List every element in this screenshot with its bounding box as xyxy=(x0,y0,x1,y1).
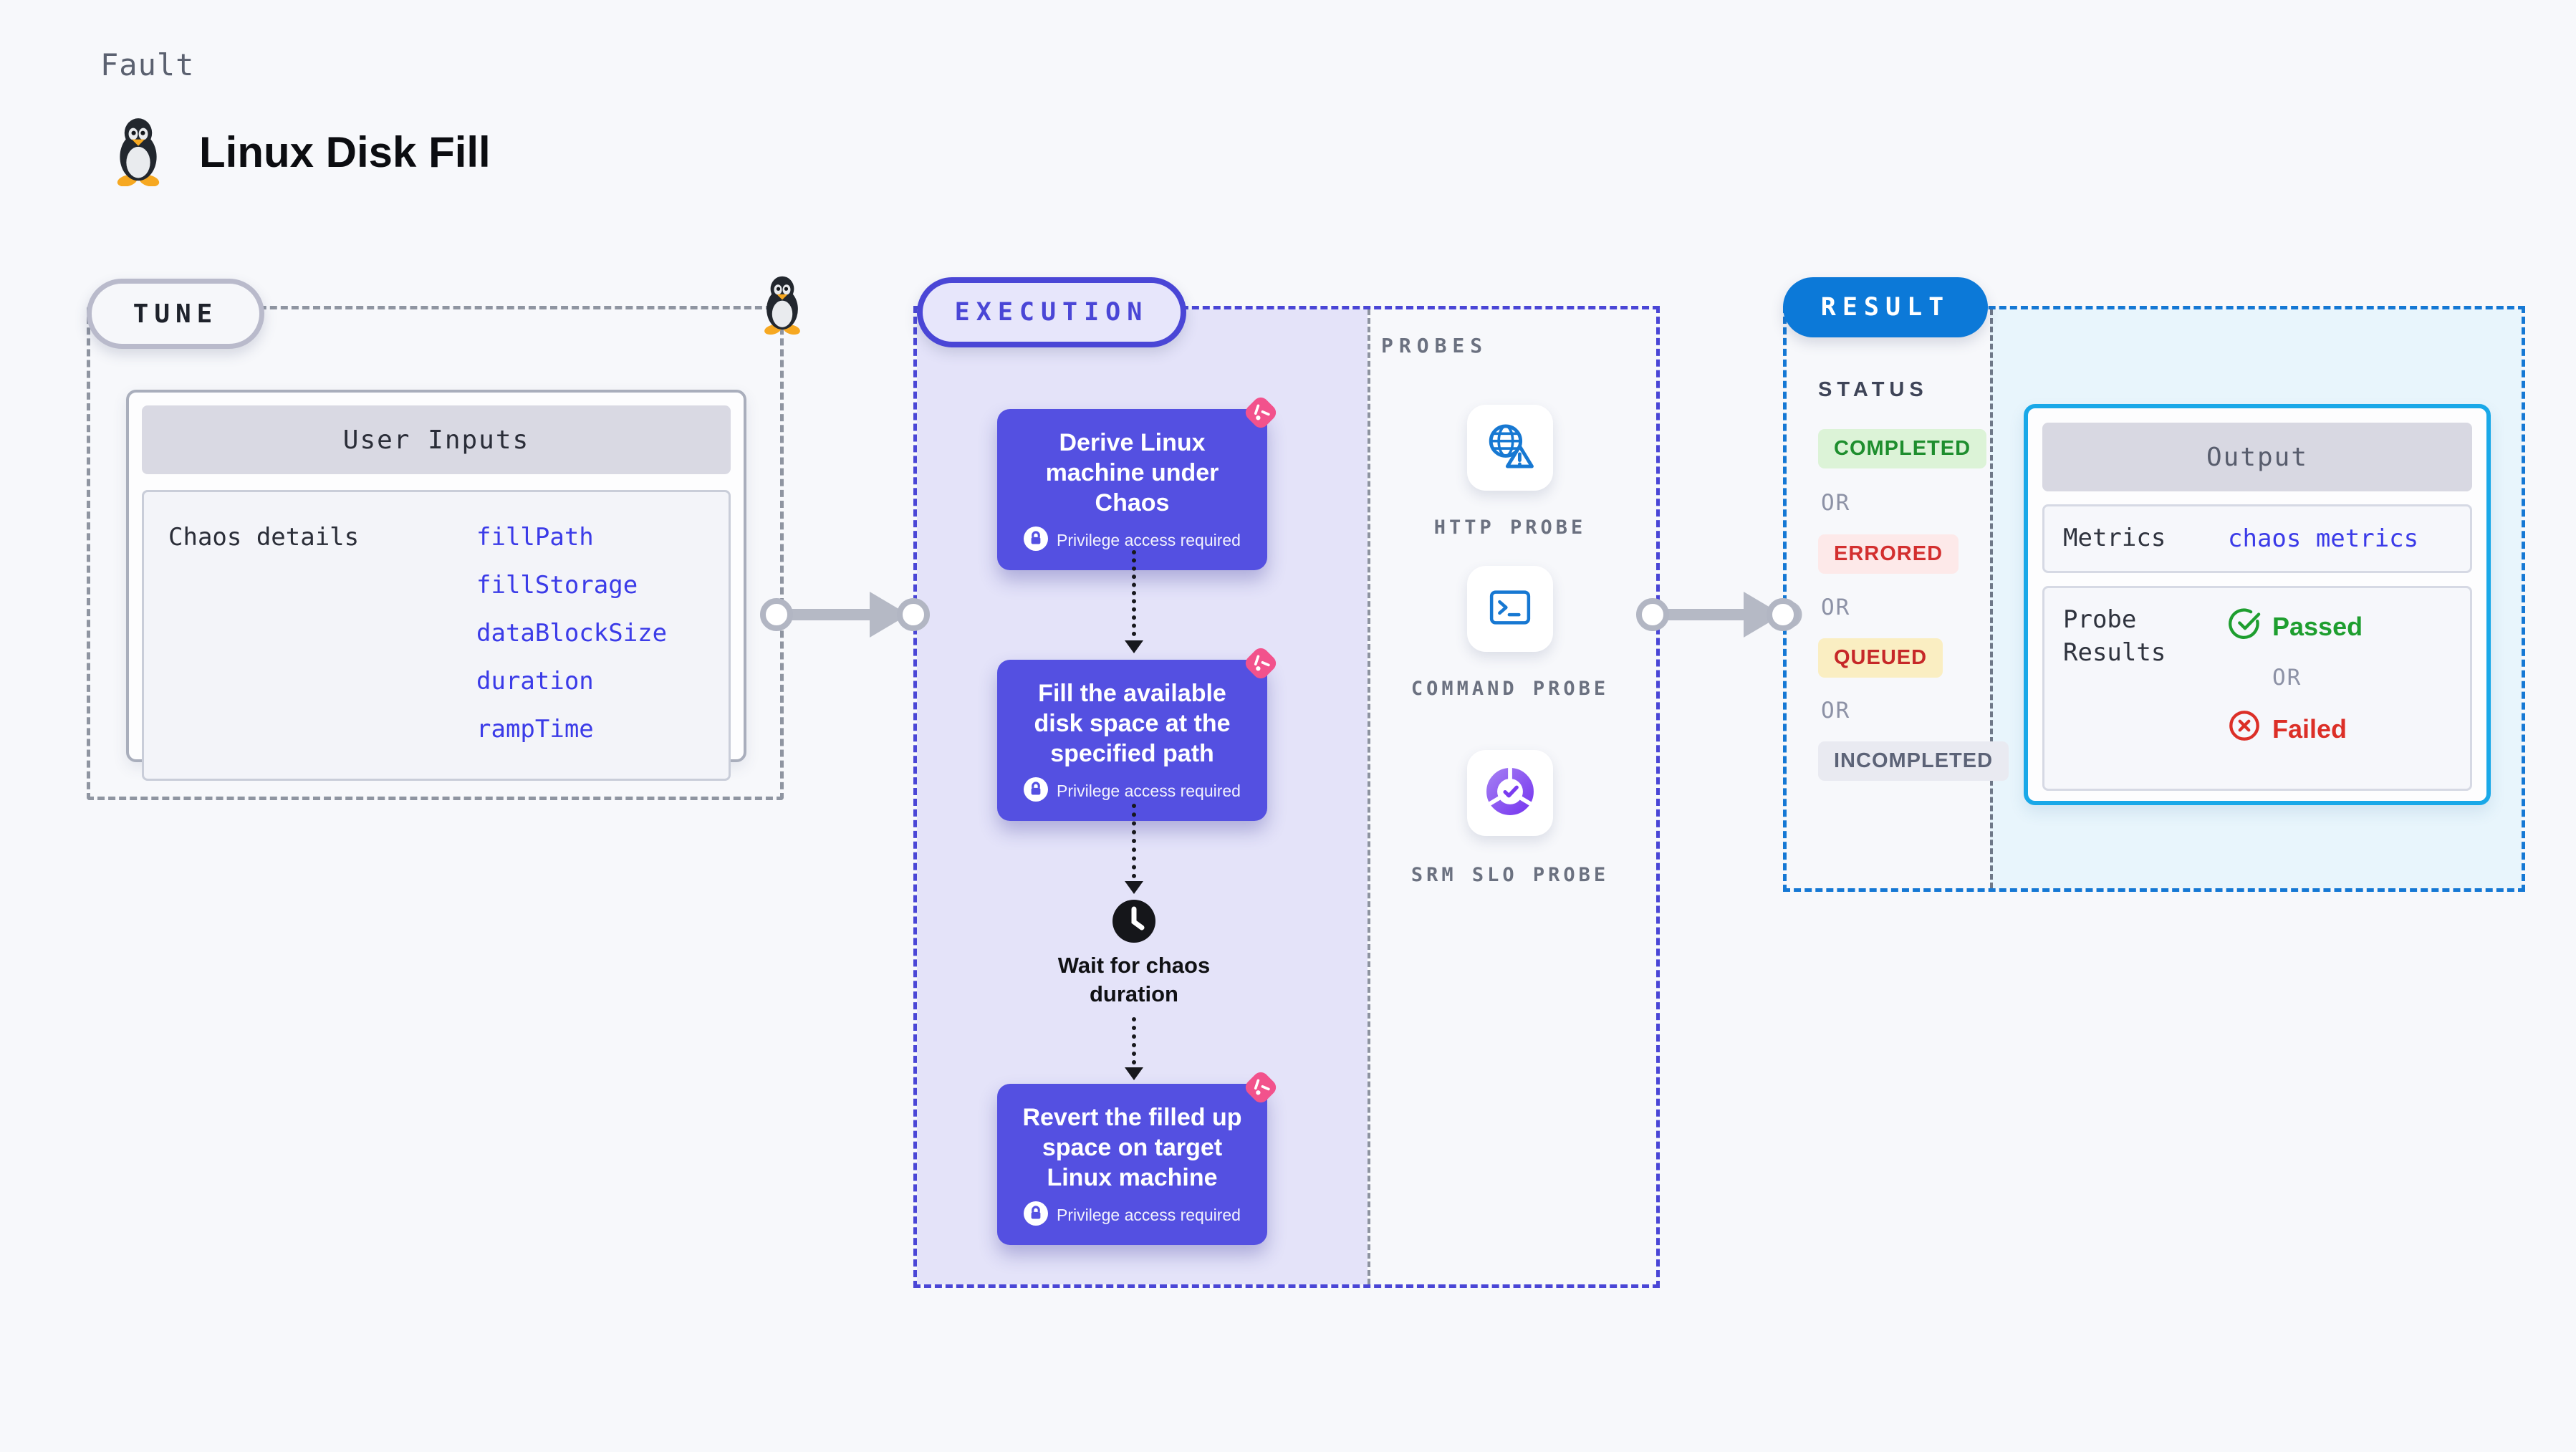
http-probe-label: HTTP PROBE xyxy=(1433,516,1587,539)
probe-results-values: Passed OR Failed xyxy=(2228,604,2363,773)
flow-arrowhead-icon xyxy=(1125,640,1143,653)
globe-warning-icon xyxy=(1482,418,1538,478)
connector-port-probes-out xyxy=(1636,598,1669,631)
chaos-icon xyxy=(1240,392,1282,433)
step-title: Fill the available disk space at the spe… xyxy=(1034,680,1231,768)
lock-icon xyxy=(1024,1201,1049,1229)
check-circle-icon xyxy=(2228,607,2261,646)
user-inputs-header: User Inputs xyxy=(142,405,731,474)
srm-slo-probe-tile xyxy=(1467,750,1553,836)
failed-label: Failed xyxy=(2272,713,2347,744)
lock-icon xyxy=(1024,777,1049,805)
privilege-row: Privilege access required xyxy=(1011,527,1253,554)
metrics-label: Metrics xyxy=(2063,524,2166,552)
privilege-row: Privilege access required xyxy=(1011,777,1253,805)
chaos-details-label: Chaos details xyxy=(168,523,360,552)
connector-port-execution-in xyxy=(897,598,930,631)
flow-connector xyxy=(1132,550,1136,636)
param-link-datablocksize[interactable]: dataBlockSize xyxy=(476,619,668,648)
step-card-revert-space: Revert the filled up space on target Lin… xyxy=(997,1072,1277,1246)
chaos-metrics-link[interactable]: chaos metrics xyxy=(2228,524,2419,553)
step-title: Derive Linux machine under Chaos xyxy=(1045,429,1219,517)
clock-icon xyxy=(1111,898,1157,948)
privilege-row: Privilege access required xyxy=(1011,1201,1253,1229)
probe-results-row: Probe Results Passed OR xyxy=(2042,586,2472,791)
flow-arrowhead-icon xyxy=(1125,881,1143,894)
tune-section: TUNE User Inputs Chaos details fillPath xyxy=(87,276,800,800)
param-link-fillpath[interactable]: fillPath xyxy=(476,523,594,552)
output-card: Output Metrics chaos metrics Probe Resul… xyxy=(2024,404,2491,805)
param-link-ramptime[interactable]: rampTime xyxy=(476,715,594,744)
result-section: RESULT STATUS COMPLETED OR ERRORED OR QU… xyxy=(1783,277,2525,892)
linux-penguin-corner-icon xyxy=(757,269,807,342)
or-separator: OR xyxy=(1821,490,1851,516)
or-separator: OR xyxy=(1821,595,1851,620)
status-heading: STATUS xyxy=(1818,378,1928,401)
connector-port-tune-out xyxy=(760,598,793,631)
x-circle-icon xyxy=(2228,709,2261,749)
title-row: Linux Disk Fill xyxy=(109,115,491,190)
status-output-divider xyxy=(1990,309,1993,888)
linux-penguin-icon xyxy=(109,115,168,190)
probes-heading: PROBES xyxy=(1381,334,1489,357)
fault-kicker: Fault xyxy=(100,47,195,82)
tune-pill: TUNE xyxy=(87,279,264,349)
passed-item: Passed xyxy=(2228,607,2363,646)
privilege-label: Privilege access required xyxy=(1057,531,1241,550)
privilege-label: Privilege access required xyxy=(1057,1206,1241,1225)
metrics-row: Metrics chaos metrics xyxy=(2042,504,2472,573)
failed-item: Failed xyxy=(2228,709,2363,749)
probe-results-label: Probe Results xyxy=(2063,605,2166,667)
privilege-label: Privilege access required xyxy=(1057,782,1241,801)
passed-label: Passed xyxy=(2272,611,2363,641)
command-probe-tile xyxy=(1467,566,1553,652)
status-badge-incompleted: INCOMPLETED xyxy=(1818,741,2009,781)
chaos-details-panel: Chaos details fillPath fillStorage dataB… xyxy=(142,490,731,781)
flow-connector xyxy=(1132,804,1136,878)
wait-step-label: Wait for chaos duration xyxy=(1057,953,1211,1007)
terminal-icon xyxy=(1484,582,1536,637)
step-card-fill-disk: Fill the available disk space at the spe… xyxy=(997,648,1277,822)
step-title: Revert the filled up space on target Lin… xyxy=(1022,1104,1242,1192)
param-link-fillstorage[interactable]: fillStorage xyxy=(476,571,638,600)
flow-connector xyxy=(1132,1017,1136,1064)
param-list: fillPath fillStorage dataBlockSize durat… xyxy=(476,514,667,757)
or-separator: OR xyxy=(2272,665,2302,691)
connector-port-result-in xyxy=(1767,598,1799,631)
http-probe-tile xyxy=(1467,405,1553,491)
result-pill: RESULT xyxy=(1783,277,1988,337)
execution-section: EXECUTION Derive Linux machine under Cha… xyxy=(913,277,1660,1288)
status-badge-completed: COMPLETED xyxy=(1818,429,1987,468)
or-separator: OR xyxy=(1821,698,1851,723)
page-title: Linux Disk Fill xyxy=(199,128,491,176)
execution-pill: EXECUTION xyxy=(917,277,1186,347)
lock-icon xyxy=(1024,527,1049,554)
param-link-duration[interactable]: duration xyxy=(476,667,594,696)
step-card-derive-machine: Derive Linux machine under Chaos Privile… xyxy=(997,397,1277,571)
execution-probes-divider xyxy=(1368,309,1370,1284)
user-inputs-card: User Inputs Chaos details fillPath fillS… xyxy=(126,390,746,781)
output-header: Output xyxy=(2042,423,2472,491)
command-probe-label: COMMAND PROBE xyxy=(1410,678,1610,700)
srm-slo-probe-label: SRM SLO PROBE xyxy=(1410,864,1610,886)
chaos-icon xyxy=(1240,1067,1282,1108)
status-badge-queued: QUEUED xyxy=(1818,638,1943,678)
status-badge-errored: ERRORED xyxy=(1818,534,1959,574)
flow-arrowhead-icon xyxy=(1125,1067,1143,1080)
slo-donut-check-icon xyxy=(1484,765,1537,822)
chaos-icon xyxy=(1240,643,1282,684)
